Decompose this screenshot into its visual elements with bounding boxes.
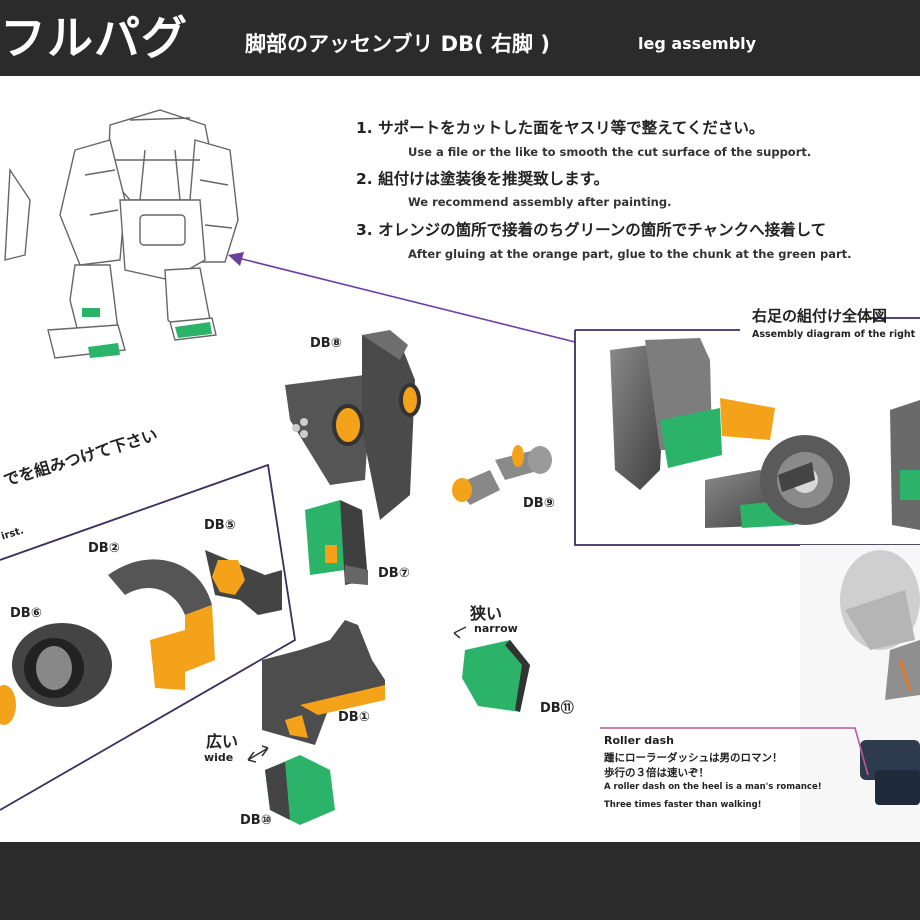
part-db6 <box>0 623 112 725</box>
wide-arrow-icon <box>247 745 269 763</box>
page-title: 脚部のアッセンブリ DB( 右脚 ) <box>245 32 550 56</box>
page-subtitle: leg assembly <box>638 34 757 53</box>
part-db11 <box>462 640 530 712</box>
part-db10 <box>265 755 335 825</box>
note-wide-en: wide <box>204 751 234 764</box>
note-narrow-jp: 狭い <box>470 604 503 623</box>
label-db10: DB⑩ <box>240 813 272 828</box>
roller-en-2: Three times faster than walking! <box>604 800 762 810</box>
pointer-arrow-line <box>237 257 576 343</box>
label-db1: DB① <box>338 710 370 725</box>
part-db2 <box>108 559 215 690</box>
note-narrow-en: narrow <box>474 622 518 635</box>
left-box-frame <box>0 463 296 811</box>
instruction-2-jp: 2. 組付けは塗装後を推奨致します。 <box>356 170 610 188</box>
label-db2: DB② <box>88 541 120 556</box>
part-db7 <box>305 500 368 585</box>
label-db7: DB⑦ <box>378 566 410 581</box>
instruction-1-en: Use a file or the like to smooth the cut… <box>408 145 812 159</box>
product-photo <box>800 545 920 842</box>
robot-green-marks <box>82 308 212 358</box>
instruction-1-jp: 1. サポートをカットした面をヤスリ等で整えてください。 <box>356 119 765 137</box>
label-db6: DB⑥ <box>10 606 42 621</box>
label-db8: DB⑧ <box>310 336 342 351</box>
roller-en-1: A roller dash on the heel is a man's rom… <box>604 782 822 792</box>
part-db8 <box>285 330 421 520</box>
part-db9 <box>452 445 552 505</box>
label-db11: DB⑪ <box>540 701 574 716</box>
roller-title: Roller dash <box>604 734 674 747</box>
note-wide-jp: 広い <box>206 732 239 751</box>
roller-callout-line <box>600 727 869 776</box>
roller-jp-2: 歩行の３倍は速いぞ！ <box>604 767 709 779</box>
footer-bar <box>0 842 920 920</box>
instruction-3-en: After gluing at the orange part, glue to… <box>408 247 852 261</box>
robot-line-drawing <box>4 109 239 359</box>
label-db9: DB⑨ <box>523 496 555 511</box>
header-bar: フルパグ 脚部のアッセンブリ DB( 右脚 ) leg assembly <box>0 0 920 76</box>
part-db5 <box>205 550 282 615</box>
brand-logo: フルパグ <box>0 11 188 65</box>
instruction-2-en: We recommend assembly after painting. <box>408 195 672 209</box>
label-db5: DB⑤ <box>204 518 236 533</box>
pointer-arrow-head <box>228 252 244 266</box>
narrow-arrow-icon <box>453 626 467 639</box>
assembly-box-subtitle: Assembly diagram of the right <box>752 329 916 340</box>
assembly-box-title: 右足の組付け全体図 <box>752 307 888 325</box>
assembly-render <box>610 338 920 530</box>
part-db1 <box>262 620 385 745</box>
roller-jp-1: 踵にローラーダッシュは男のロマン！ <box>604 752 783 764</box>
instruction-3-jp: 3. オレンジの箇所で接着のちグリーンの箇所でチャンクへ接着して <box>356 221 827 239</box>
